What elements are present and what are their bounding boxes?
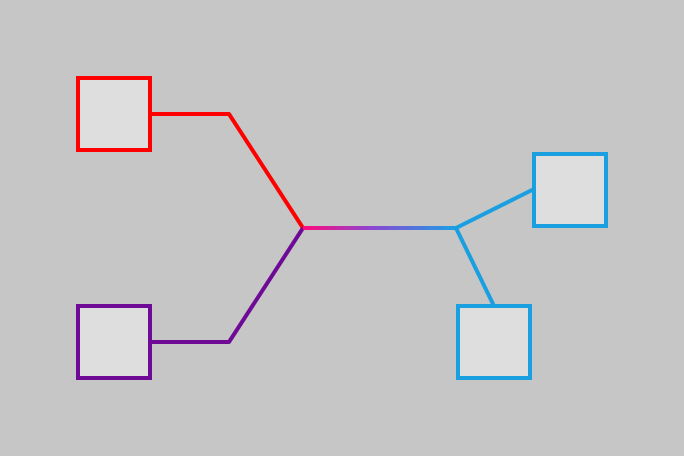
box-red[interactable] — [76, 76, 152, 152]
connector-blue-right — [454, 187, 536, 230]
box-blue-bottom[interactable] — [456, 304, 532, 380]
box-purple[interactable] — [76, 304, 152, 380]
box-blue-right[interactable] — [532, 152, 608, 228]
connector-red — [150, 112, 305, 230]
connector-purple — [150, 226, 305, 344]
connector-blue-bottom — [454, 226, 496, 308]
